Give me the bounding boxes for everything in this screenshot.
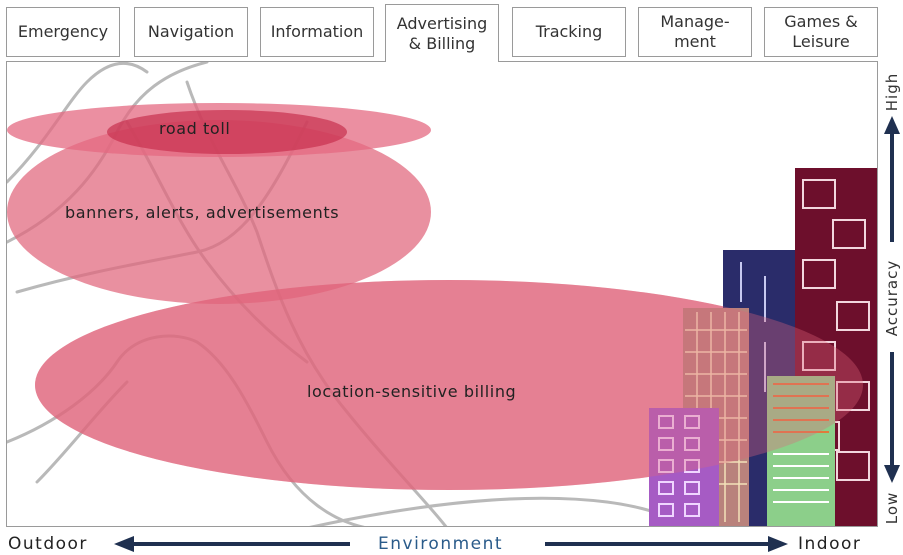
tab-information[interactable]: Information bbox=[260, 7, 374, 57]
diagram-canvas bbox=[7, 62, 877, 526]
accuracy-axis: High Accuracy Low bbox=[880, 62, 903, 528]
road-toll-label: road toll bbox=[159, 119, 231, 138]
tab-advertising-billing[interactable]: Advertising & Billing bbox=[385, 4, 499, 62]
banners-ellipse bbox=[7, 120, 431, 304]
tab-management[interactable]: Manage- ment bbox=[638, 7, 752, 57]
banners-label: banners, alerts, advertisements bbox=[65, 203, 340, 222]
accuracy-arrows bbox=[884, 116, 900, 483]
tab-tracking[interactable]: Tracking bbox=[512, 7, 626, 57]
tab-emergency[interactable]: Emergency bbox=[6, 7, 120, 57]
billing-label: location-sensitive billing bbox=[307, 382, 517, 401]
accuracy-low-label: Low bbox=[883, 491, 901, 525]
accuracy-axis-label: Accuracy bbox=[883, 259, 901, 337]
tab-bar: Emergency Navigation Information Adverti… bbox=[0, 0, 903, 62]
indoor-label: Indoor bbox=[798, 534, 862, 554]
road-toll-core bbox=[107, 110, 347, 154]
environment-axis-label: Environment bbox=[378, 534, 504, 554]
outdoor-label: Outdoor bbox=[8, 534, 88, 554]
tab-navigation[interactable]: Navigation bbox=[134, 7, 248, 57]
accuracy-high-label: High bbox=[883, 72, 901, 112]
buildings-illustration bbox=[35, 168, 877, 526]
tab-games-leisure[interactable]: Games & Leisure bbox=[764, 7, 878, 57]
diagram-panel: road toll banners, alerts, advertisement… bbox=[6, 61, 878, 527]
environment-axis: Outdoor Environment Indoor bbox=[0, 530, 903, 555]
environment-arrows bbox=[114, 536, 788, 552]
